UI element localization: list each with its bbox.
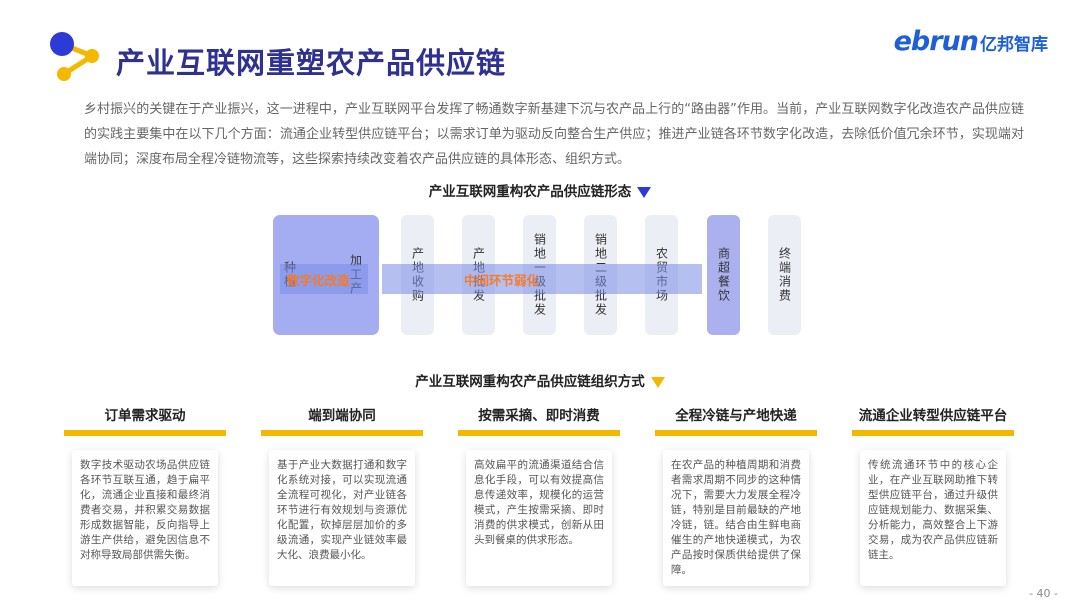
stage-origin-purchase: 产地收购 xyxy=(401,215,434,335)
column-divider xyxy=(655,430,817,436)
brand-logo: ebrun 亿邦智库 xyxy=(894,26,1048,57)
org-section-title-text: 产业互联网重构农产品供应链组织方式 xyxy=(415,374,645,390)
stage-primary-wholesale-label: 销地一级批发 xyxy=(532,233,547,317)
column-card: 数字技术驱动农场品供应链各环节互联互通，趋于扁平化，流通企业直接和最终消费者交易… xyxy=(72,450,218,586)
column-heading: 端到端协同 xyxy=(308,408,376,424)
molecule-logo-icon xyxy=(50,32,99,81)
stage-secondary-wholesale: 销地二级批发 xyxy=(584,215,617,335)
stage-end-consumption: 终端消费 xyxy=(768,215,801,335)
org-column-cold-chain: 全程冷链与产地快递 在农产品的种植周期和消费者需求周期不同步的这种情况下，需要大… xyxy=(655,402,817,586)
stage-origin-wholesale: 产地批发 xyxy=(462,215,495,335)
triangle-down-icon xyxy=(650,376,665,388)
stage-origin-wholesale-label: 产地批发 xyxy=(471,247,486,303)
stage-planting: 种植 xyxy=(282,261,297,289)
flow-section-title: 产业互联网重构农产品供应链形态 xyxy=(0,180,1080,200)
stage-primary-wholesale: 销地一级批发 xyxy=(523,215,556,335)
org-column-platform: 流通企业转型供应链平台 传统流通环节中的核心企业，在产业互联网助推下转型供应链平… xyxy=(852,402,1014,586)
org-section-title: 产业互联网重构农产品供应链组织方式 xyxy=(0,370,1080,390)
stage-origin-purchase-label: 产地收购 xyxy=(410,247,425,303)
stage-end-consumption-label: 终端消费 xyxy=(777,247,792,303)
intro-paragraph: 乡村振兴的关键在于产业振兴，这一进程中，产业互联网平台发挥了畅通数字新基建下沉与… xyxy=(84,102,1024,167)
stage-processing: 加工产 xyxy=(348,254,363,296)
column-heading: 流通企业转型供应链平台 xyxy=(858,408,1008,424)
stage-supermarket-catering-label: 商超餐饮 xyxy=(716,247,731,303)
stage-farmers-market-label: 农贸市场 xyxy=(654,247,669,303)
column-heading: 订单需求驱动 xyxy=(104,408,186,424)
stage-secondary-wholesale-label: 销地二级批发 xyxy=(593,233,608,317)
flow-section-title-text: 产业互联网重构农产品供应链形态 xyxy=(428,184,632,200)
org-column-order-driven: 订单需求驱动 数字技术驱动农场品供应链各环节互联互通，趋于扁平化，流通企业直接和… xyxy=(64,402,226,586)
brand-logo-cn: 亿邦智库 xyxy=(980,35,1048,55)
org-column-end-to-end: 端到端协同 基于产业大数据打通和数字化系统对接，可以实现流通全流程可视化，对产业… xyxy=(261,402,423,586)
triangle-down-icon xyxy=(637,186,652,198)
column-card: 高效扁平的流通渠道结合信息化手段，可以有效提高信息传递效率，规模化的运营模式，产… xyxy=(466,450,612,586)
page-number: - 40 - xyxy=(1029,587,1058,600)
column-divider xyxy=(852,430,1014,436)
column-divider xyxy=(261,430,423,436)
column-card: 传统流通环节中的核心企业，在产业互联网助推下转型供应链平台，通过升级供应链规划能… xyxy=(860,450,1006,586)
stage-farmers-market: 农贸市场 xyxy=(645,215,678,335)
stage-supermarket-catering: 商超餐饮 xyxy=(707,215,740,335)
column-heading: 按需采摘、即时消费 xyxy=(478,408,600,424)
column-divider xyxy=(64,430,226,436)
column-heading: 全程冷链与产地快递 xyxy=(675,408,797,424)
page-title: 产业互联网重塑农产品供应链 xyxy=(116,46,507,80)
stage-block-farming-processing: 种植 加工产 xyxy=(273,215,379,335)
column-divider xyxy=(458,430,620,436)
column-card: 在农产品的种植周期和消费者需求周期不同步的这种情况下，需要大力发展全程冷链，特别… xyxy=(663,450,809,586)
column-card: 基于产业大数据打通和数字化系统对接，可以实现流通全流程可视化，对产业链各环节进行… xyxy=(269,450,415,586)
brand-logo-en: ebrun xyxy=(893,26,979,57)
org-column-on-demand: 按需采摘、即时消费 高效扁平的流通渠道结合信息化手段，可以有效提高信息传递效率，… xyxy=(458,402,620,586)
